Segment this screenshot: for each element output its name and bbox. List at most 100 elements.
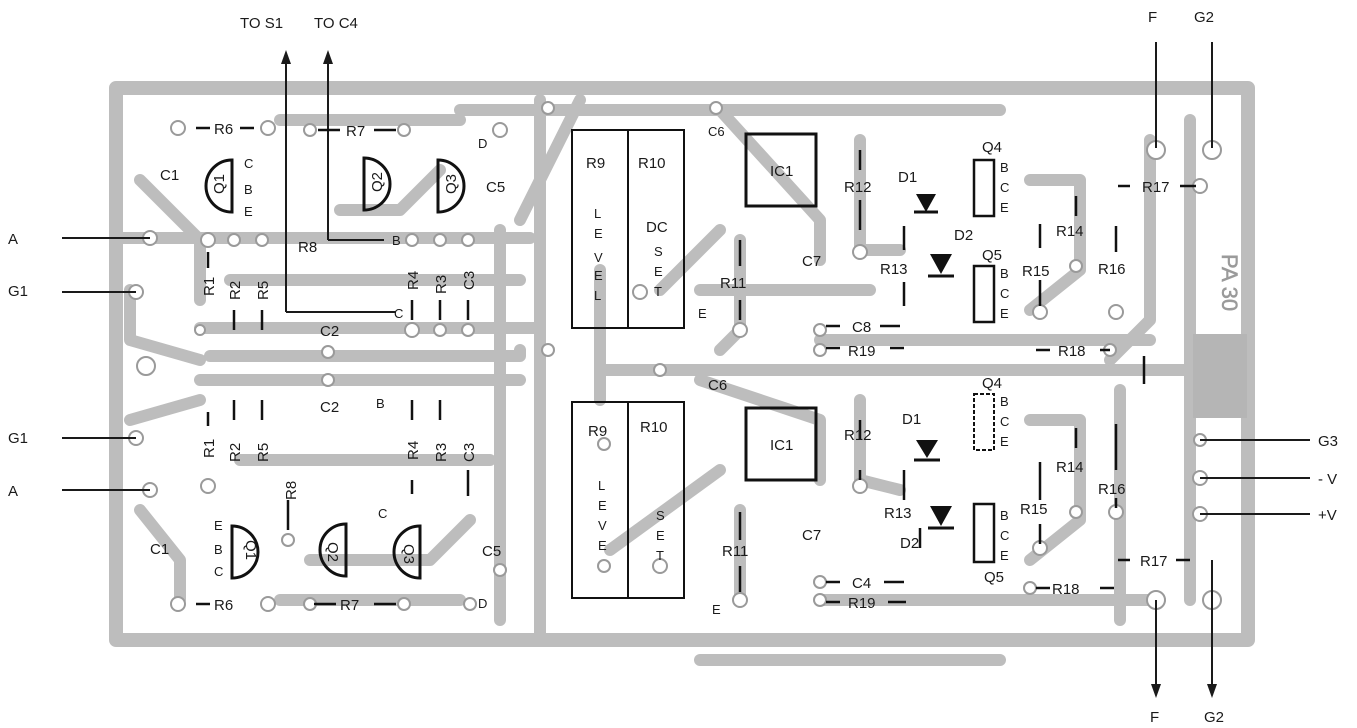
f-top-label: F: [1148, 9, 1157, 26]
upper-q4: Q4: [982, 139, 1002, 156]
upper-c2: C2: [320, 323, 339, 340]
lower-r3: R3: [433, 443, 450, 462]
upper-q5-c: C: [1000, 286, 1009, 301]
upper-r10: R10: [638, 155, 666, 172]
upper-level-4: E: [594, 268, 603, 283]
upper-r19: R19: [848, 343, 876, 360]
upper-r7: R7: [346, 123, 365, 140]
pos-v-label: +V: [1318, 507, 1337, 524]
g2-top-label: G2: [1194, 9, 1214, 26]
lower-d1: D1: [902, 411, 921, 428]
lower-r18: R18: [1052, 581, 1080, 598]
upper-r6: R6: [214, 121, 233, 138]
upper-q1-e: E: [244, 204, 253, 219]
lower-c6: C6: [708, 377, 727, 394]
upper-q1: Q1: [211, 174, 228, 194]
upper-r16: R16: [1098, 261, 1126, 278]
upper-q4-b: B: [1000, 160, 1009, 175]
upper-r2: R2: [227, 281, 244, 300]
upper-dc: DC: [646, 219, 668, 236]
lower-q5-e: E: [1000, 548, 1009, 563]
lower-q4-c: C: [1000, 414, 1009, 429]
upper-q2: Q2: [369, 172, 386, 192]
lower-channel-labels: C2 B R1 R2 R5 R4 R3 C3 R8 C E B C C1 Q1 …: [150, 375, 1168, 617]
lower-r1: R1: [201, 439, 218, 458]
to-s1-label: TO S1: [240, 15, 283, 32]
lower-set-2: E: [656, 528, 665, 543]
upper-q4-c: C: [1000, 180, 1009, 195]
g3-label: G3: [1318, 433, 1338, 450]
lower-q4-e: E: [1000, 434, 1009, 449]
lower-d: D: [478, 596, 487, 611]
lower-r17: R17: [1140, 553, 1168, 570]
lower-q1-c: C: [214, 564, 223, 579]
upper-r3: R3: [433, 275, 450, 294]
upper-r13: R13: [880, 261, 908, 278]
upper-d1: D1: [898, 169, 917, 186]
upper-level-5: L: [594, 288, 601, 303]
lower-r15: R15: [1020, 501, 1048, 518]
upper-level-2: E: [594, 226, 603, 241]
lower-r5: R5: [255, 443, 272, 462]
upper-c6: C6: [708, 124, 725, 139]
upper-q5-e: E: [1000, 306, 1009, 321]
lower-r9: R9: [588, 423, 607, 440]
upper-b-pin: B: [392, 233, 401, 248]
upper-r12: R12: [844, 179, 872, 196]
upper-level-3: V: [594, 250, 603, 265]
lower-q5-b: B: [1000, 508, 1009, 523]
ground-pad-block: [1193, 334, 1247, 418]
upper-q4-e: E: [1000, 200, 1009, 215]
lower-r4: R4: [405, 441, 422, 460]
upper-r18: R18: [1058, 343, 1086, 360]
upper-c7: C7: [802, 253, 821, 270]
lower-r13: R13: [884, 505, 912, 522]
lower-q4-b: B: [1000, 394, 1009, 409]
a-lower-label: A: [8, 483, 18, 500]
upper-d: D: [478, 136, 487, 151]
f-bottom-label: F: [1150, 709, 1159, 726]
upper-d2: D2: [954, 227, 973, 244]
lower-c2: C2: [320, 399, 339, 416]
lower-q1-b: B: [214, 542, 223, 557]
lower-r10: R10: [640, 419, 668, 436]
lower-c4: C4: [852, 575, 871, 592]
upper-q1-b: B: [244, 182, 253, 197]
lower-q5: Q5: [984, 569, 1004, 586]
lower-c7: C7: [802, 527, 821, 544]
upper-q5-b: B: [1000, 266, 1009, 281]
upper-c1: C1: [160, 167, 179, 184]
lower-r6: R6: [214, 597, 233, 614]
board-marking: PA 30: [1217, 254, 1242, 311]
upper-c-pin: C: [394, 306, 403, 321]
upper-r8: R8: [298, 239, 317, 256]
upper-r1: R1: [201, 277, 218, 296]
to-c4-label: TO C4: [314, 15, 358, 32]
lower-level-3: V: [598, 518, 607, 533]
lower-c5: C5: [482, 543, 501, 560]
a-upper-label: A: [8, 231, 18, 248]
lower-r12: R12: [844, 427, 872, 444]
upper-r5: R5: [255, 281, 272, 300]
g1-upper-label: G1: [8, 283, 28, 300]
lower-r16: R16: [1098, 481, 1126, 498]
upper-r17: R17: [1142, 179, 1170, 196]
lower-r8: R8: [283, 481, 300, 500]
g1-lower-label: G1: [8, 430, 28, 447]
upper-q1-c: C: [244, 156, 253, 171]
upper-q5: Q5: [982, 247, 1002, 264]
external-leads: [62, 42, 1310, 698]
upper-r11: R11: [720, 275, 746, 292]
lower-set-3: T: [656, 548, 664, 563]
lower-e-r11: E: [712, 602, 721, 617]
upper-c8: C8: [852, 319, 871, 336]
lower-q4: Q4: [982, 375, 1002, 392]
upper-ic1: IC1: [770, 163, 793, 180]
lower-q1-e: E: [214, 518, 223, 533]
upper-set-2: E: [654, 264, 663, 279]
lower-c1: C1: [150, 541, 169, 558]
upper-r4: R4: [405, 271, 422, 290]
lower-level-4: E: [598, 538, 607, 553]
upper-set-1: S: [654, 244, 663, 259]
